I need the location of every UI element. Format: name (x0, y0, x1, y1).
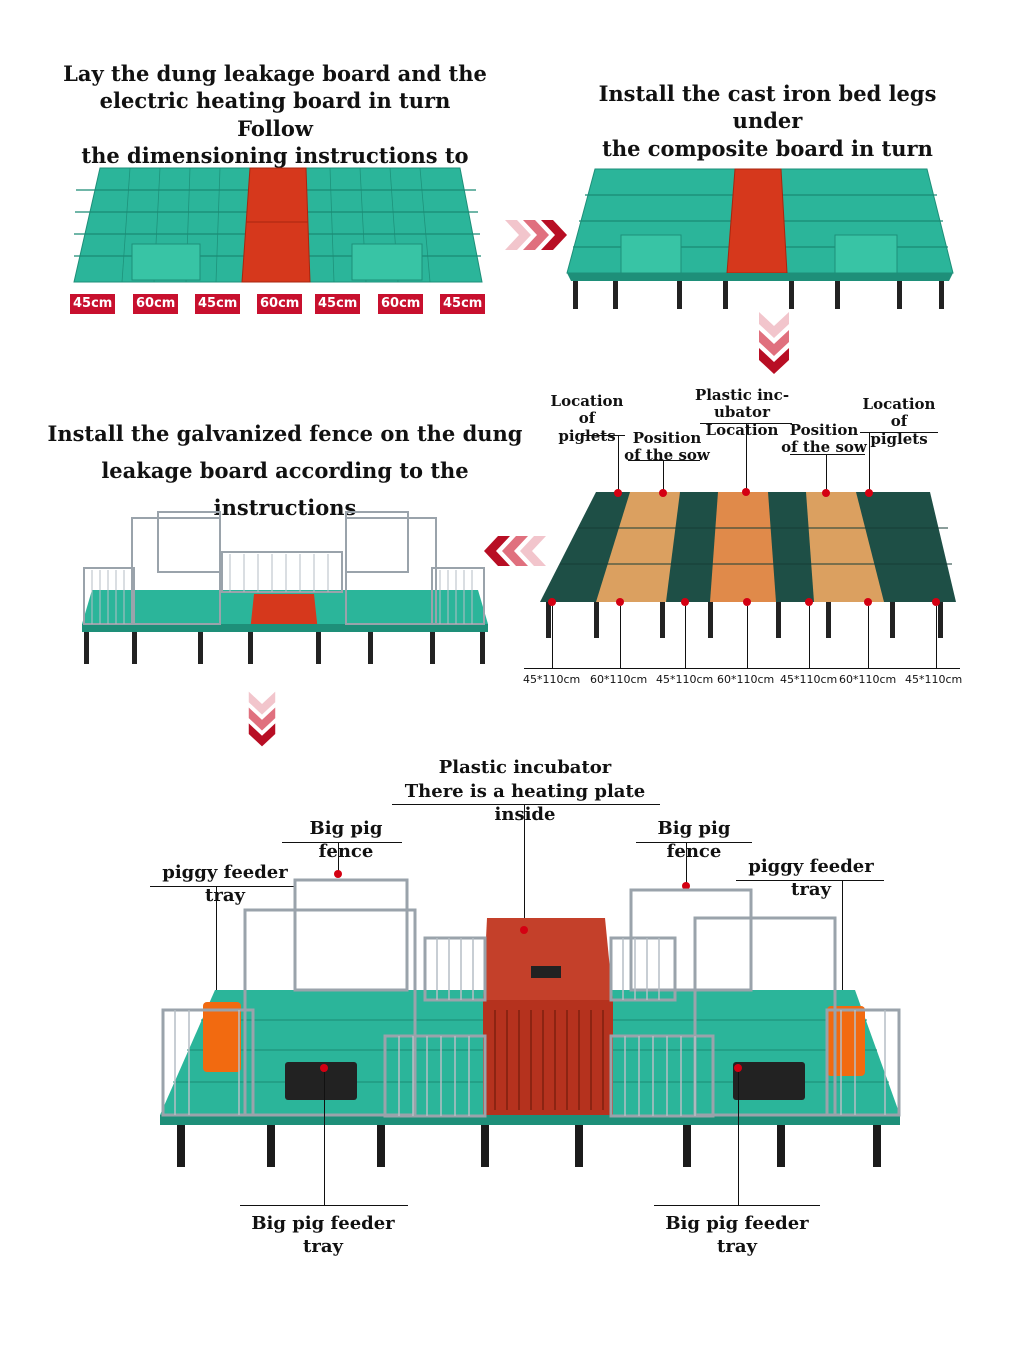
leader-line (392, 804, 660, 805)
label-incubator-title: Plastic incubator (438, 757, 612, 778)
leader-line (860, 432, 938, 433)
marker-dot (548, 598, 556, 606)
marker-dot (616, 598, 624, 606)
step3-layout-diagram (540, 492, 956, 638)
leader-line (747, 606, 748, 668)
leader-line (868, 606, 869, 668)
marker-dot (932, 598, 940, 606)
dimension-baseline (524, 668, 960, 669)
dim-label: 60*110cm (839, 673, 897, 686)
dim-label: 45*110cm (905, 673, 963, 686)
label-big-pig-feeder: Big pig feeder tray (251, 1213, 395, 1258)
dim-label: 45*110cm (523, 673, 581, 686)
dim-label: 45*110cm (656, 673, 714, 686)
step2-board-legs-image (566, 168, 954, 309)
marker-dot (681, 598, 689, 606)
step1-board-image (73, 167, 483, 283)
marker-dot (734, 1064, 742, 1072)
dim-label: 60cm (133, 294, 179, 314)
leader-line (738, 1072, 739, 1206)
leader-line (324, 1072, 325, 1206)
label-big-pig-fence: Big pig fence (657, 818, 731, 863)
marker-dot (865, 489, 873, 497)
dim-label: 45*110cm (780, 673, 838, 686)
leader-line (628, 460, 700, 461)
dim-label: 60*110cm (590, 673, 648, 686)
leader-line (620, 606, 621, 668)
dim-label: 45cm (315, 294, 361, 314)
leader-line (636, 842, 752, 843)
dim-label: 60*110cm (717, 673, 775, 686)
dim-label: 60cm (257, 294, 303, 314)
leader-line (583, 435, 625, 436)
marker-dot (334, 870, 342, 878)
label-piggy-feeder: piggy feeder tray (162, 862, 288, 907)
leader-line (216, 886, 217, 998)
label-location-piglets: Location of piglets (550, 392, 624, 445)
label-position-sow: Position of the sow (781, 421, 867, 457)
leader-line (869, 432, 870, 492)
marker-dot (659, 489, 667, 497)
leader-line (524, 804, 525, 924)
final-crate-image (160, 878, 901, 1167)
leader-line (685, 606, 686, 668)
step3-fence-image (82, 511, 488, 664)
marker-dot (682, 882, 690, 890)
step2-heading: Install the cast iron bed legs under the… (598, 81, 937, 161)
arrow-left-icon (484, 536, 546, 566)
label-big-pig-fence: Big pig fence (309, 818, 383, 863)
step1-heading: Lay the dung leakage board and the elect… (63, 61, 487, 195)
marker-dot (520, 926, 528, 934)
label-incubator-sub: There is a heating plate inside (404, 781, 646, 826)
marker-dot (822, 489, 830, 497)
leader-line (746, 423, 747, 493)
label-incubator-location: Plastic inc- ubator Location (694, 386, 790, 439)
leader-line (150, 886, 296, 887)
arrow-down-icon (248, 691, 276, 747)
leader-line (842, 880, 843, 1004)
marker-dot (614, 489, 622, 497)
leader-line (618, 435, 619, 493)
label-location-piglets: Location of piglets (862, 395, 936, 448)
label-big-pig-feeder: Big pig feeder tray (665, 1213, 809, 1258)
arrow-right-icon (505, 220, 567, 250)
step3-heading: Install the galvanized fence on the dung… (47, 421, 523, 520)
leader-line (809, 606, 810, 668)
label-position-sow: Position of the sow (624, 429, 710, 465)
leader-line (282, 842, 402, 843)
marker-dot (743, 598, 751, 606)
leader-line (826, 454, 827, 494)
dim-label: 60cm (378, 294, 424, 314)
dim-label: 45cm (440, 294, 486, 314)
marker-dot (864, 598, 872, 606)
marker-dot (805, 598, 813, 606)
arrow-down-icon (759, 312, 789, 374)
leader-line (936, 606, 937, 668)
dim-label: 45cm (70, 294, 116, 314)
label-piggy-feeder: piggy feeder tray (748, 856, 874, 901)
leader-line (790, 454, 865, 455)
leader-line (654, 1205, 820, 1206)
leader-line (552, 606, 553, 668)
leader-line (338, 842, 339, 874)
marker-dot (742, 488, 750, 496)
leader-line (240, 1205, 408, 1206)
leader-line (686, 842, 687, 886)
marker-dot (320, 1064, 328, 1072)
dim-label: 45cm (195, 294, 241, 314)
leader-line (663, 460, 664, 494)
leader-line (736, 880, 884, 881)
